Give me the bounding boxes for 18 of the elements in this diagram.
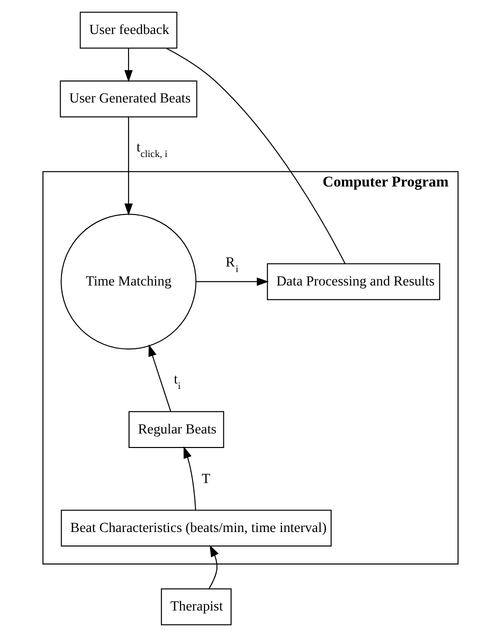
node-box: User Generated Beats <box>59 80 197 118</box>
arrow <box>183 446 196 511</box>
node-box: Beat Characteristics (beats/min, time interval) <box>60 510 332 547</box>
arrow <box>124 116 132 216</box>
node-box: Therapist <box>160 588 232 626</box>
arrow <box>148 344 171 412</box>
edge-label: t$_{i}$ <box>173 372 180 392</box>
arrow <box>208 544 218 590</box>
node-box: Regular Beats <box>128 411 224 448</box>
arrow <box>195 277 268 286</box>
arrow <box>124 48 132 82</box>
edge-label: R$_{i}$ <box>225 255 238 275</box>
node-box: User feedback <box>79 12 177 49</box>
connector <box>165 48 346 264</box>
node-circle: Time Matching <box>60 214 196 350</box>
node-box: Data Processing and Results <box>266 263 440 300</box>
edge-label: t$_{click, i}$ <box>136 140 168 160</box>
edge-label: T <box>201 472 210 488</box>
